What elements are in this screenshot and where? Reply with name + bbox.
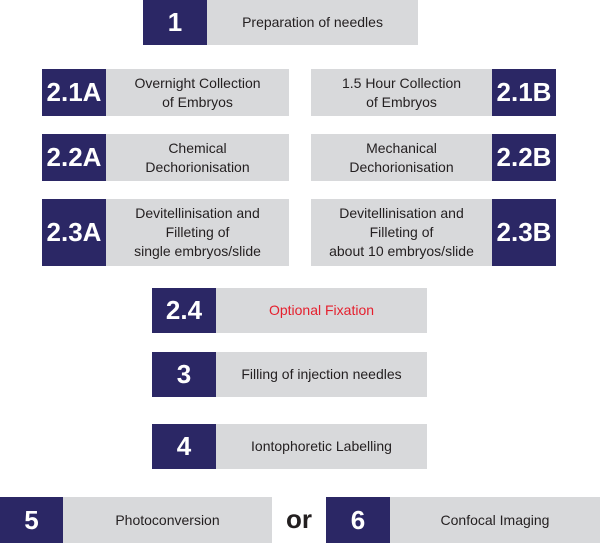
step-number: 2.3B: [492, 199, 556, 266]
step-label: Mechanical Dechorionisation: [311, 134, 492, 181]
step-label: Preparation of needles: [207, 0, 418, 45]
step-number: 1: [143, 0, 207, 45]
step-number: 2.1A: [42, 69, 106, 116]
step-label: Devitellinisation and Filleting of about…: [311, 199, 492, 266]
or-connector: or: [286, 504, 312, 534]
step-4: 4 Iontophoretic Labelling: [152, 424, 427, 469]
step-label: 1.5 Hour Collection of Embryos: [311, 69, 492, 116]
step-label: Confocal Imaging: [390, 497, 600, 543]
step-label: Chemical Dechorionisation: [106, 134, 289, 181]
step-number: 6: [326, 497, 390, 543]
step-5: 5 Photoconversion: [0, 497, 272, 543]
step-3: 3 Filling of injection needles: [152, 352, 427, 397]
step-2-2b: Mechanical Dechorionisation 2.2B: [311, 134, 556, 181]
step-number: 2.2B: [492, 134, 556, 181]
step-6: 6 Confocal Imaging: [326, 497, 600, 543]
step-2-3b: Devitellinisation and Filleting of about…: [311, 199, 556, 266]
step-number: 4: [152, 424, 216, 469]
step-number: 5: [0, 497, 63, 543]
step-number: 2.1B: [492, 69, 556, 116]
step-2-3a: 2.3A Devitellinisation and Filleting of …: [42, 199, 289, 266]
step-label: Overnight Collection of Embryos: [106, 69, 289, 116]
step-number: 2.2A: [42, 134, 106, 181]
step-2-2a: 2.2A Chemical Dechorionisation: [42, 134, 289, 181]
step-label: Filling of injection needles: [216, 352, 427, 397]
step-label: Photoconversion: [63, 497, 272, 543]
step-number: 2.3A: [42, 199, 106, 266]
step-label: Optional Fixation: [216, 288, 427, 333]
step-number: 3: [152, 352, 216, 397]
step-2-1a: 2.1A Overnight Collection of Embryos: [42, 69, 289, 116]
step-number: 2.4: [152, 288, 216, 333]
step-2-1b: 1.5 Hour Collection of Embryos 2.1B: [311, 69, 556, 116]
step-label: Devitellinisation and Filleting of singl…: [106, 199, 289, 266]
step-label: Iontophoretic Labelling: [216, 424, 427, 469]
step-1: 1 Preparation of needles: [143, 0, 418, 45]
step-2-4: 2.4 Optional Fixation: [152, 288, 427, 333]
